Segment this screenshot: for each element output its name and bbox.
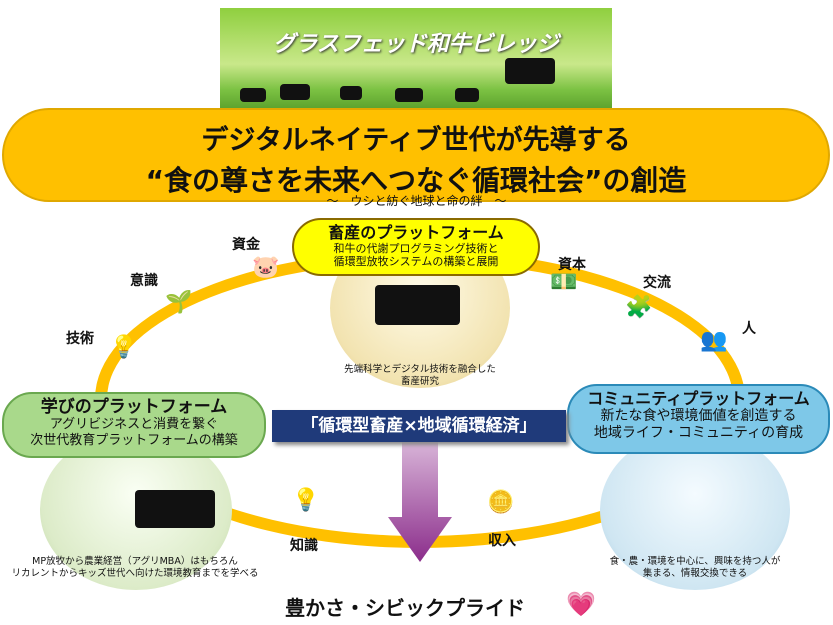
label-capital: 資本 xyxy=(558,257,586,273)
platform-line: 循環型放牧システムの構築と展開 xyxy=(333,255,499,269)
money-icon: 💵 xyxy=(550,270,578,295)
community-platform: コミュニティプラットフォーム 新たな食や環境価値を創造する 地域ライフ・コミュニ… xyxy=(567,384,830,454)
lightbulb-icon: 💡 xyxy=(110,335,138,360)
main-title-line1: デジタルネイティブ世代が先導する xyxy=(201,125,631,156)
cow-icon xyxy=(375,285,460,325)
learning-platform: 学びのプラットフォーム アグリビジネスと消費を繋ぐ 次世代教育プラットフォームの… xyxy=(2,392,266,458)
label-knowledge: 知識 xyxy=(290,538,318,554)
down-arrow-icon xyxy=(388,442,452,562)
puzzle-heart-icon: 💗 xyxy=(566,590,596,618)
head-plant-icon: 🌱 xyxy=(165,290,193,315)
platform-line: 和牛の代謝プログラミング技術と xyxy=(333,242,499,256)
puzzle-heart-icon: 🧩 xyxy=(625,295,653,320)
cow-icon xyxy=(455,88,479,102)
caption-line: 先端科学とデジタル技術を融合した xyxy=(344,364,496,375)
livestock-caption: 先端科学とデジタル技術を融合した 畜産研究 xyxy=(320,364,520,389)
label-exchange: 交流 xyxy=(643,275,671,291)
caption-line: リカレントからキッズ世代へ向けた環境教育までを学べる xyxy=(11,568,259,580)
main-title-line2: “食の尊さを未来へつなぐ循環社会”の創造 xyxy=(145,164,687,197)
village-banner: グラスフェッド和牛ビレッジ xyxy=(220,8,612,110)
bottom-outcome: 豊かさ・シビックプライド xyxy=(285,596,525,620)
community-caption: 食・農・環境を中心に、興味を持つ人が 集まる、情報交換できる xyxy=(595,556,795,581)
caption-line: 畜産研究 xyxy=(400,376,439,388)
people-icon: 👥 xyxy=(700,328,728,353)
livestock-platform: 畜産のプラットフォーム 和牛の代謝プログラミング技術と 循環型放牧システムの構築… xyxy=(292,218,540,276)
platform-title: コミュニティプラットフォーム xyxy=(587,389,810,408)
learning-caption: MP放牧から農業経営（アグリMBA）はもちろん リカレントからキッズ世代へ向けた… xyxy=(0,556,270,581)
main-title-pill: デジタルネイティブ世代が先導する “食の尊さを未来へつなぐ循環社会”の創造 xyxy=(2,108,830,202)
cow-icon xyxy=(240,88,266,102)
platform-line: 次世代教育プラットフォームの構築 xyxy=(30,432,238,448)
cow-icon xyxy=(505,58,555,84)
cow-icon xyxy=(395,88,423,102)
circular-economy-box: 「循環型畜産×地域循環経済」 xyxy=(272,410,566,442)
coins-icon: 🪙 xyxy=(487,490,515,515)
platform-title: 畜産のプラットフォーム xyxy=(328,223,504,242)
caption-line: MP放牧から農業経営（アグリMBA）はもちろん xyxy=(32,556,238,567)
label-awareness: 意識 xyxy=(130,273,158,289)
subtitle: ～ ウシと紡ぐ地球と命の絆 ～ xyxy=(326,194,507,208)
piggy-bank-icon: 🐷 xyxy=(252,255,280,280)
caption-line: 食・農・環境を中心に、興味を持つ人が xyxy=(609,556,781,567)
platform-line: アグリビジネスと消費を繋ぐ xyxy=(49,417,219,433)
label-people: 人 xyxy=(742,321,756,337)
platform-line: 地域ライフ・コミュニティの育成 xyxy=(593,424,804,441)
banner-title: グラスフェッド和牛ビレッジ xyxy=(273,32,559,57)
caption-line: 集まる、情報交換できる xyxy=(642,568,748,580)
cow-icon xyxy=(135,490,215,528)
label-technology: 技術 xyxy=(66,331,94,347)
platform-title: 学びのプラットフォーム xyxy=(40,397,228,417)
label-income: 収入 xyxy=(488,533,516,549)
label-funds: 資金 xyxy=(232,237,260,253)
platform-line: 新たな食や環境価値を創造する xyxy=(600,408,797,425)
lightbulb-icon: 💡 xyxy=(292,488,320,513)
cow-icon xyxy=(280,84,310,100)
community-globe xyxy=(600,430,790,590)
cow-icon xyxy=(340,86,362,100)
